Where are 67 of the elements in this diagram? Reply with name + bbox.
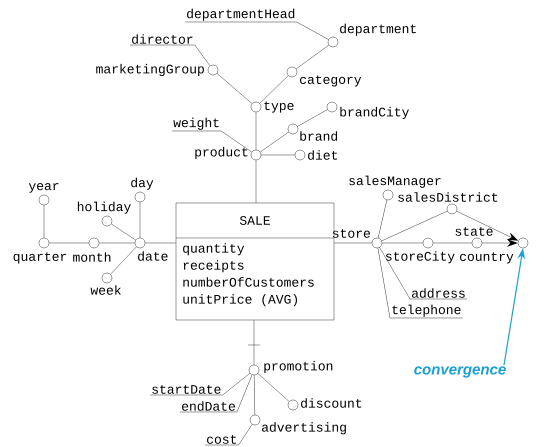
connector-line <box>378 248 463 318</box>
connector-line <box>433 242 472 244</box>
attribute-label: discount <box>301 398 362 408</box>
connector-line <box>180 374 252 412</box>
attribute-label: marketingGroup <box>96 64 204 76</box>
connector-line <box>184 22 329 40</box>
attribute-label: advertising <box>262 422 346 434</box>
attribute-label: storeCity <box>386 251 455 264</box>
fact-name: SALE <box>240 216 270 225</box>
connector-line <box>258 373 290 402</box>
attribute-label: week <box>90 285 121 295</box>
connector-line <box>334 242 372 244</box>
attribute-label: type <box>264 101 294 113</box>
measure-label: unitPrice (AVG) <box>183 294 298 306</box>
connector-line <box>378 200 388 238</box>
connector-line <box>110 246 137 274</box>
attribute-label: cost <box>207 435 236 444</box>
attribute-label: promotion <box>264 360 332 374</box>
connector-line <box>379 247 468 300</box>
attribute-label: day <box>131 178 154 190</box>
attribute-label: date <box>138 251 168 261</box>
connector-line <box>99 242 135 244</box>
connector-line <box>130 44 210 66</box>
attribute-label: state <box>456 227 493 236</box>
connector-line <box>150 373 250 396</box>
connector-line <box>172 130 252 152</box>
attribute-label: year <box>28 183 58 193</box>
attribute-label: salesDistrict <box>398 192 498 202</box>
connector-line <box>382 242 423 244</box>
connector-line <box>145 242 176 244</box>
attribute-label: category <box>300 75 362 87</box>
connector-line <box>254 375 256 415</box>
connector-line <box>382 210 448 242</box>
attribute-label: holiday <box>78 202 131 214</box>
attribute-label: telephone <box>392 304 461 317</box>
connector-line <box>482 239 518 247</box>
measure-label: numberOfCustomers <box>183 277 314 287</box>
connector-line <box>216 73 252 104</box>
attribute-label: product <box>195 146 248 160</box>
connector-line <box>260 75 288 104</box>
connector-line <box>49 242 89 244</box>
attribute-label: departmentHead <box>187 8 294 21</box>
attribute-label: address <box>412 288 465 298</box>
measure-label: quantity <box>183 243 244 256</box>
connector-line <box>296 44 329 70</box>
measure-label: receipts <box>184 260 244 272</box>
attribute-label: month <box>73 252 110 262</box>
attribute-label: endDate <box>182 401 235 411</box>
attribute-label: department <box>340 24 416 36</box>
attribute-label: weight <box>173 118 219 130</box>
annotation-label: convergence <box>414 366 506 378</box>
connector-line <box>204 424 252 446</box>
connector-line <box>456 211 518 241</box>
attribute-label: country <box>460 252 514 264</box>
attribute-label: brand <box>300 131 338 141</box>
connector-line <box>261 154 295 156</box>
attribute-label: salesManager <box>349 176 441 188</box>
attribute-label: diet <box>308 150 338 160</box>
attribute-label: director <box>132 34 192 44</box>
connector-line <box>297 109 328 127</box>
attribute-label: quarter <box>14 252 66 264</box>
attribute-label: brandCity <box>340 106 409 120</box>
fact-box <box>176 202 334 320</box>
connector-line <box>260 132 289 152</box>
attribute-label: startDate <box>152 385 221 394</box>
connector-line <box>111 224 136 240</box>
attribute-label: store <box>332 229 370 238</box>
